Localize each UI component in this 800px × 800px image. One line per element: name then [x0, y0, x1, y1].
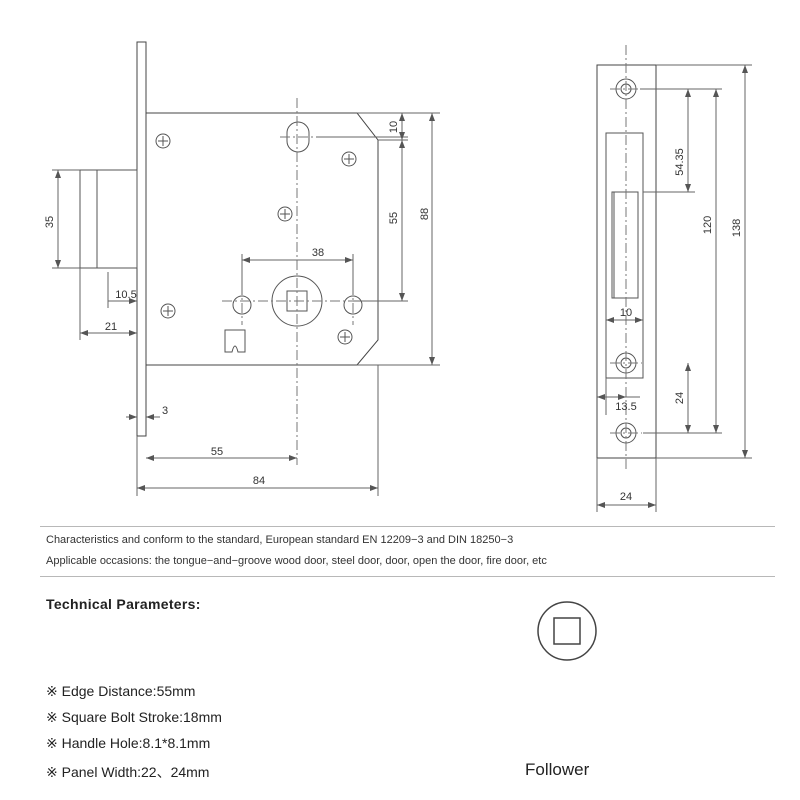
dim-13-5: 13.5	[615, 401, 636, 413]
param-handle-hole: ※ Handle Hole:8.1*8.1mm	[46, 735, 211, 751]
divider-top	[40, 526, 775, 527]
mounting-hole	[343, 295, 363, 315]
technical-parameters-title: Technical Parameters:	[46, 596, 201, 612]
dim-84: 84	[253, 475, 265, 487]
dim-35: 35	[44, 216, 56, 228]
mounting-hole	[232, 295, 252, 315]
lock-body-drawing	[79, 41, 379, 437]
screw-icon	[155, 133, 171, 149]
dim-10-strike: 10	[620, 307, 632, 319]
technical-drawing: 35 10.5 21 3 55 84 38 10 55 88 54.35 120…	[44, 41, 752, 512]
dim-55-horizontal: 55	[211, 446, 223, 458]
occasions-text: Applicable occasions: the tongue−and−gro…	[46, 555, 547, 567]
param-panel-width: ※ Panel Width:22、24mm	[46, 764, 210, 780]
param-edge-distance: ※ Edge Distance:55mm	[46, 683, 196, 699]
standard-text: Characteristics and conform to the stand…	[46, 534, 514, 546]
follower-icon	[537, 601, 597, 661]
dim-88: 88	[419, 208, 431, 220]
screw-icon	[337, 329, 353, 345]
dim-21: 21	[105, 321, 117, 333]
slot-cutout	[224, 329, 246, 353]
dim-24-width: 24	[620, 491, 632, 503]
dim-10-5: 10.5	[115, 289, 136, 301]
strike-latch-opening	[611, 191, 639, 299]
screw-icon	[341, 151, 357, 167]
dim-120: 120	[702, 216, 714, 234]
latch-bolt	[79, 169, 138, 269]
dim-24-vertical: 24	[674, 392, 686, 404]
dim-54-35: 54.35	[674, 148, 686, 176]
dim-55-vertical: 55	[388, 212, 400, 224]
dim-10-top: 10	[388, 121, 400, 133]
divider-bottom	[40, 576, 775, 577]
dim-3: 3	[162, 405, 168, 417]
dim-138: 138	[731, 219, 743, 237]
strike-inner-frame	[605, 132, 644, 379]
dim-38: 38	[312, 247, 324, 259]
screw-icon	[277, 206, 293, 222]
follower-caption: Follower	[525, 760, 590, 779]
param-square-bolt-stroke: ※ Square Bolt Stroke:18mm	[46, 709, 222, 725]
faceplate	[136, 41, 147, 437]
lock-case	[146, 112, 379, 366]
screw-icon	[160, 303, 176, 319]
